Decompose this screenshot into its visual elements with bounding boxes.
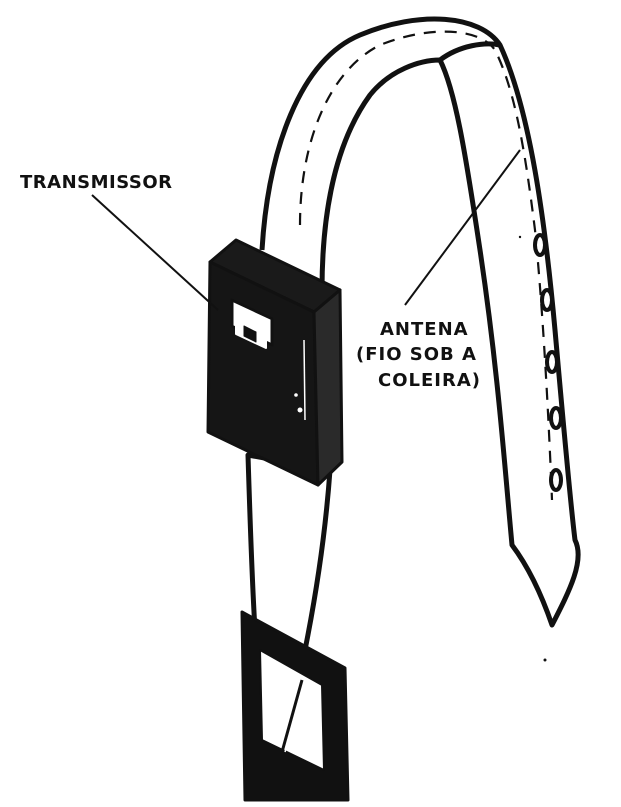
collar-holes <box>533 233 563 492</box>
collar-band-upper <box>259 16 581 628</box>
antenna-leader-line <box>404 149 521 306</box>
collar-hole <box>545 350 559 374</box>
screw-icon <box>297 407 303 413</box>
antenna-label-line2: (FIO SOB A <box>356 344 477 365</box>
collar-hole <box>540 288 554 312</box>
collar-inner-fold <box>438 41 501 63</box>
print-speck <box>518 235 522 239</box>
transmitter-box <box>206 238 344 487</box>
antenna-label-line3: COLEIRA) <box>378 370 481 391</box>
print-speck <box>543 658 547 662</box>
antenna-wire <box>298 30 554 501</box>
buckle <box>240 610 350 802</box>
buckle-opening <box>259 649 325 771</box>
transmitter-box-side <box>312 288 344 487</box>
switch-slider-icon <box>243 325 257 343</box>
screw-icon <box>294 393 298 397</box>
transmitter-label: TRANSMISSOR <box>20 172 173 193</box>
box-highlight <box>303 339 306 421</box>
buckle-prong-highlight <box>284 681 306 753</box>
buckle-prong <box>280 679 304 753</box>
antenna-label-line1: ANTENA <box>380 319 469 340</box>
collar-hole <box>549 406 563 430</box>
collar-hole <box>533 233 547 257</box>
collar-hole <box>549 468 563 492</box>
transmitter-leader-line <box>91 194 219 311</box>
